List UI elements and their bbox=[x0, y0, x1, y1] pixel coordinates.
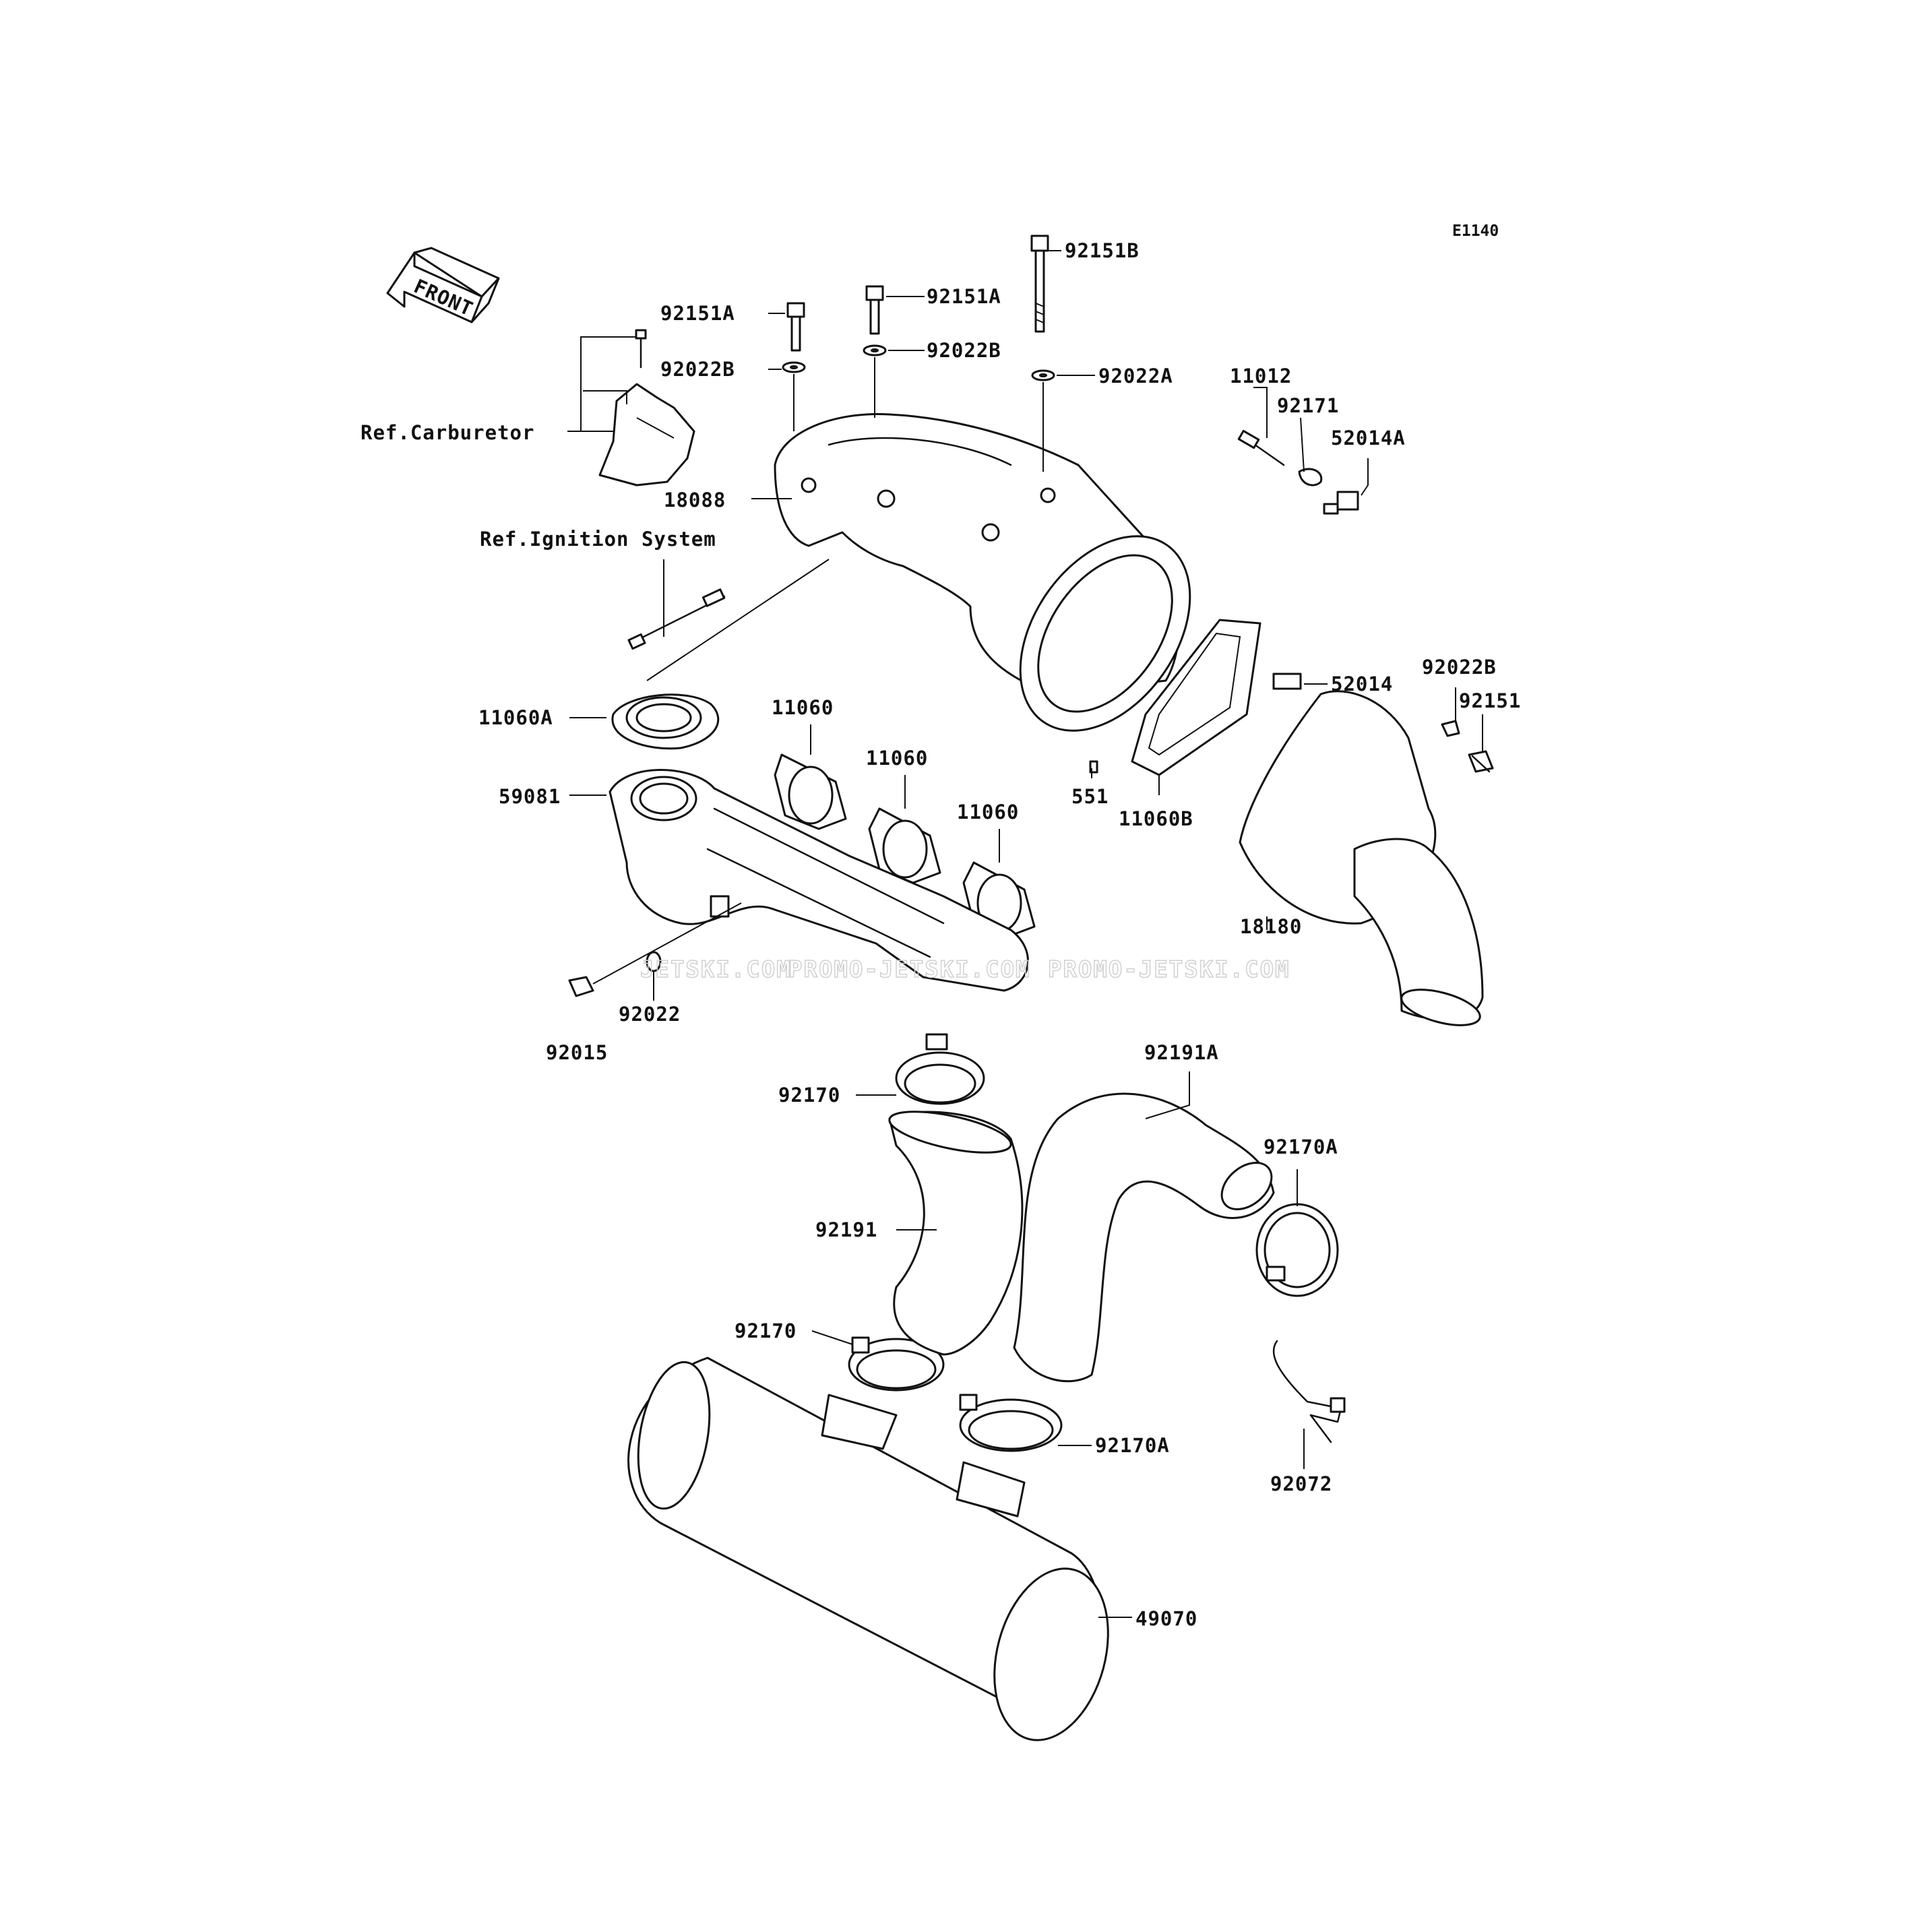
label-ref-carburetor: Ref.Carburetor bbox=[361, 421, 534, 444]
label-92022B-right: 92022B bbox=[927, 339, 1001, 362]
label-11012: 11012 bbox=[1230, 365, 1292, 387]
diagram-code: E1140 bbox=[1452, 222, 1499, 240]
washer-parts bbox=[782, 344, 1055, 381]
label-11060A: 11060A bbox=[478, 706, 553, 729]
label-11060-1: 11060 bbox=[772, 696, 834, 719]
bolt-92151A-part bbox=[786, 285, 884, 352]
bolt-92151-right-part bbox=[1468, 750, 1494, 773]
label-92151: 92151 bbox=[1459, 689, 1521, 712]
label-551: 551 bbox=[1071, 785, 1109, 808]
ignition-lead-part bbox=[627, 588, 726, 650]
label-92170A-top: 92170A bbox=[1264, 1135, 1338, 1158]
label-11060-2: 11060 bbox=[866, 747, 928, 770]
label-52014: 52014 bbox=[1331, 673, 1393, 695]
label-92022B-left: 92022B bbox=[660, 358, 735, 381]
watermark-1: JETSKI.COM bbox=[640, 956, 792, 983]
gasket-11060-1-part bbox=[774, 753, 847, 830]
label-92015: 92015 bbox=[546, 1041, 608, 1064]
label-59081: 59081 bbox=[499, 785, 561, 808]
label-92072: 92072 bbox=[1270, 1472, 1332, 1495]
muffler-49070-part bbox=[627, 1357, 1109, 1741]
label-92022B-far-right: 92022B bbox=[1422, 656, 1497, 679]
label-92022A: 92022A bbox=[1098, 365, 1173, 387]
nut-92015-part bbox=[568, 976, 594, 997]
label-49070: 49070 bbox=[1135, 1607, 1197, 1630]
exhaust-pipe-18180-part bbox=[1239, 690, 1484, 1026]
pin-551-part bbox=[1089, 760, 1098, 774]
label-92191: 92191 bbox=[815, 1218, 877, 1241]
clamp-92170-top-part bbox=[895, 1033, 985, 1105]
temp-sensor-11012-part bbox=[1237, 429, 1285, 466]
label-52014A: 52014A bbox=[1331, 427, 1406, 449]
label-92170A-bottom: 92170A bbox=[1095, 1434, 1170, 1457]
fitting-52014A-part bbox=[1323, 491, 1359, 515]
label-92151B: 92151B bbox=[1065, 239, 1140, 262]
clamp-92170A-top-part bbox=[1255, 1203, 1339, 1297]
exhaust-elbow-18088-part bbox=[774, 412, 1191, 732]
label-18088: 18088 bbox=[664, 489, 726, 511]
hose-92191A-part bbox=[1013, 1092, 1275, 1383]
clip-92171-part bbox=[1298, 468, 1323, 487]
washer-92022B-right-part bbox=[1441, 720, 1460, 737]
front-arrow-icon: FRONT bbox=[386, 247, 500, 323]
cable-tie-92072-part bbox=[1272, 1340, 1346, 1443]
watermark-3: PROMO-JETSKI.COM bbox=[1048, 956, 1290, 983]
label-92191A: 92191A bbox=[1144, 1041, 1219, 1064]
label-18180: 18180 bbox=[1240, 915, 1302, 938]
label-ref-ignition-system: Ref.Ignition System bbox=[480, 528, 716, 551]
gasket-11060A-part bbox=[611, 693, 720, 750]
bolt-92151B-part bbox=[1030, 235, 1049, 333]
leader-lines bbox=[567, 250, 1483, 1618]
label-92022: 92022 bbox=[619, 1003, 681, 1026]
label-92151A-left: 92151A bbox=[660, 302, 735, 325]
label-92171: 92171 bbox=[1277, 394, 1339, 417]
clamp-92170A-bottom-part bbox=[959, 1394, 1063, 1452]
clamp-92170-bottom-part bbox=[848, 1336, 945, 1392]
label-11060-3: 11060 bbox=[957, 801, 1019, 823]
label-11060B: 11060B bbox=[1119, 807, 1193, 830]
label-92170-bottom: 92170 bbox=[735, 1319, 797, 1342]
hose-92191-part bbox=[888, 1111, 1024, 1356]
label-92170-top: 92170 bbox=[778, 1084, 840, 1107]
fitting-52014-part bbox=[1272, 673, 1302, 690]
label-92151A-right: 92151A bbox=[927, 285, 1001, 308]
watermark-2: PROMO-JETSKI.COM bbox=[788, 956, 1031, 983]
exhaust-manifold-59081-part bbox=[609, 769, 1029, 992]
gasket-11060-2-part bbox=[868, 807, 941, 884]
carburetor-bracket-part bbox=[598, 329, 695, 487]
